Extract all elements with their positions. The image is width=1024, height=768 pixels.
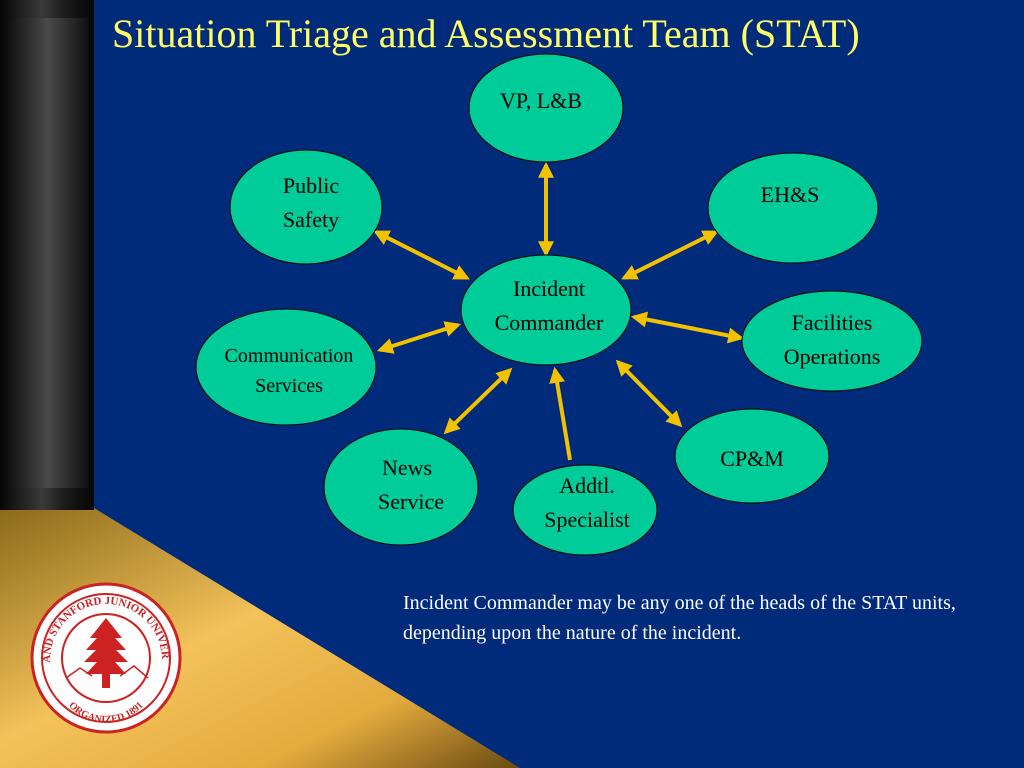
stanford-seal-logo: LELAND STANFORD JUNIOR UNIVERSITY ORGANI…	[30, 582, 182, 734]
node-public-safety	[229, 149, 383, 265]
label-news-1: News	[382, 455, 432, 480]
node-addtl	[512, 464, 658, 556]
label-cpm: CP&M	[720, 446, 784, 471]
left-dark-bar	[0, 0, 94, 510]
node-incident-commander	[460, 254, 632, 366]
arrow-ehs	[621, 230, 719, 280]
node-communication	[195, 308, 377, 426]
arrow-cpm	[615, 359, 683, 428]
label-facilities-1: Facilities	[792, 310, 873, 335]
arrow-public-safety	[373, 230, 470, 280]
label-incident: Incident	[513, 276, 585, 301]
left-dark-bar-inner	[8, 18, 88, 488]
label-communication-1: Communication	[225, 345, 354, 367]
arrow-communication	[376, 321, 462, 354]
label-public-safety-1: Public	[283, 173, 339, 198]
tree-icon	[84, 618, 128, 688]
arrow-news	[443, 367, 513, 435]
node-ehs	[707, 152, 879, 264]
label-addtl-2: Specialist	[544, 507, 630, 532]
node-vp	[468, 53, 624, 163]
slide-title: Situation Triage and Assessment Team (ST…	[112, 11, 860, 56]
label-addtl-1: Addtl.	[559, 473, 615, 498]
label-commander: Commander	[495, 310, 604, 335]
arrow-facilities	[630, 311, 745, 344]
mountains-icon	[65, 665, 149, 679]
footnote-text: Incident Commander may be any one of the…	[403, 592, 956, 644]
arrow-addtl	[549, 366, 572, 461]
nodes	[195, 53, 923, 556]
label-facilities-2: Operations	[784, 344, 881, 369]
label-vp: VP, L&B	[500, 88, 582, 113]
label-ehs: EH&S	[761, 182, 820, 207]
label-communication-2: Services	[255, 375, 323, 397]
arrows	[373, 161, 745, 461]
node-cpm	[674, 408, 830, 504]
node-news	[323, 428, 479, 546]
label-public-safety-2: Safety	[283, 207, 339, 232]
node-labels: VP, L&B Public Safety EH&S Incident Comm…	[225, 88, 881, 532]
node-facilities	[741, 290, 923, 392]
label-news-2: Service	[378, 489, 444, 514]
